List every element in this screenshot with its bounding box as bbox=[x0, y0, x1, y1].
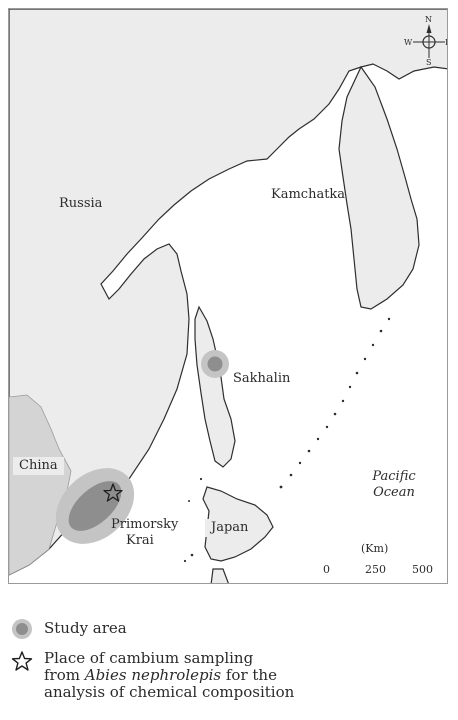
compass-rose-icon bbox=[413, 24, 445, 58]
label-china: China bbox=[13, 457, 64, 475]
legend-sampling-line1: Place of cambium sampling bbox=[44, 649, 254, 667]
label-pacific: Pacific bbox=[372, 469, 416, 484]
label-krai: Krai bbox=[126, 533, 154, 548]
legend-study-area: Study area bbox=[10, 618, 127, 640]
label-sakhalin: Sakhalin bbox=[233, 371, 291, 386]
scale-tick-0: 0 bbox=[323, 563, 330, 576]
compass-s: S bbox=[426, 58, 432, 67]
map: Russia Kamchatka Sakhalin China Primorsk… bbox=[8, 8, 448, 584]
compass-n: N bbox=[425, 15, 432, 24]
label-japan: Japan bbox=[205, 519, 255, 537]
legend-sampling: Place of cambium sampling from Abies nep… bbox=[10, 650, 294, 701]
legend-sampling-line2: from Abies nephrolepis for the bbox=[44, 666, 277, 684]
legend-study-area-text: Study area bbox=[44, 619, 127, 637]
label-ocean: Ocean bbox=[373, 485, 415, 500]
legend-sampling-text: Place of cambium sampling from Abies nep… bbox=[44, 650, 294, 701]
compass-e: E bbox=[445, 38, 447, 47]
sampling-star-legend-icon bbox=[11, 651, 33, 671]
scale-tick-500: 500 bbox=[412, 563, 433, 576]
label-kamchatka: Kamchatka bbox=[271, 187, 346, 202]
label-primorsky: Primorsky bbox=[111, 517, 179, 532]
legend-sampling-line3: analysis of chemical composition bbox=[44, 683, 295, 701]
label-russia: Russia bbox=[53, 195, 109, 213]
sakhalin-island bbox=[194, 305, 236, 468]
compass-w: W bbox=[404, 38, 413, 47]
japan-honshu bbox=[210, 568, 229, 583]
kuril-islands bbox=[279, 317, 391, 489]
species-name: Abies nephrolepis bbox=[84, 666, 222, 684]
study-area-sakhalin bbox=[201, 350, 229, 378]
china-region bbox=[9, 394, 72, 576]
sampling-site-star-icon bbox=[103, 483, 123, 502]
study-area-swatch-icon bbox=[12, 619, 32, 639]
kamchatka-peninsula bbox=[338, 65, 420, 310]
scale-tick-250: 250 bbox=[365, 563, 386, 576]
map-canvas bbox=[9, 9, 447, 583]
small-islands bbox=[183, 477, 203, 563]
scale-unit: (Km) bbox=[361, 542, 389, 555]
